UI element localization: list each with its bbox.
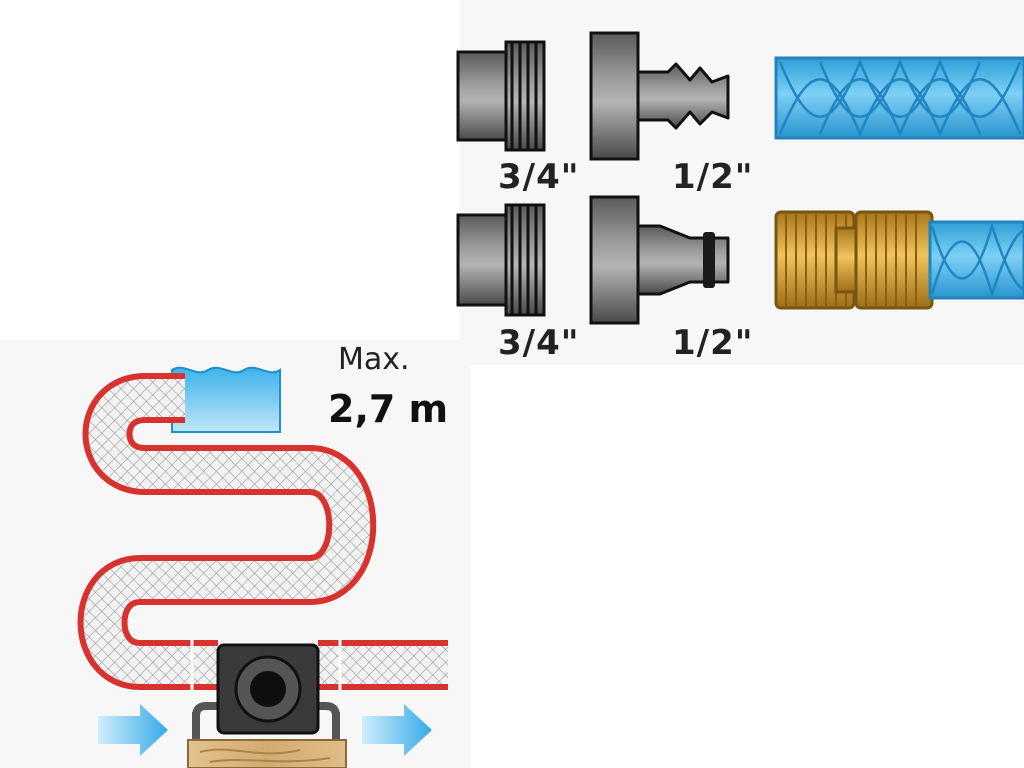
max-suction-height: 2,7 m bbox=[328, 387, 449, 431]
water-reservoir-icon bbox=[171, 366, 281, 433]
flow-out-arrow-icon bbox=[362, 704, 432, 756]
thread-size-label-row2: 3/4" bbox=[498, 323, 580, 363]
flow-in-arrow-icon bbox=[98, 704, 168, 756]
blue-garden-hose-icon bbox=[928, 220, 1024, 300]
blue-garden-hose-icon bbox=[774, 56, 1024, 140]
brass-hose-coupling-icon bbox=[774, 210, 934, 310]
threaded-male-fitting-icon bbox=[456, 40, 546, 152]
outlet-size-label-row1: 1/2" bbox=[672, 157, 754, 197]
quick-connect-adapter-icon bbox=[589, 195, 730, 325]
max-suction-label: Max. bbox=[338, 342, 410, 377]
thread-size-label-row1: 3/4" bbox=[498, 157, 580, 197]
outlet-size-label-row2: 1/2" bbox=[672, 323, 754, 363]
pump-icon bbox=[187, 643, 347, 768]
coiled-suction-hose-icon bbox=[77, 373, 448, 690]
threaded-male-fitting-icon bbox=[456, 203, 546, 317]
hose-barb-adapter-icon bbox=[589, 31, 730, 161]
